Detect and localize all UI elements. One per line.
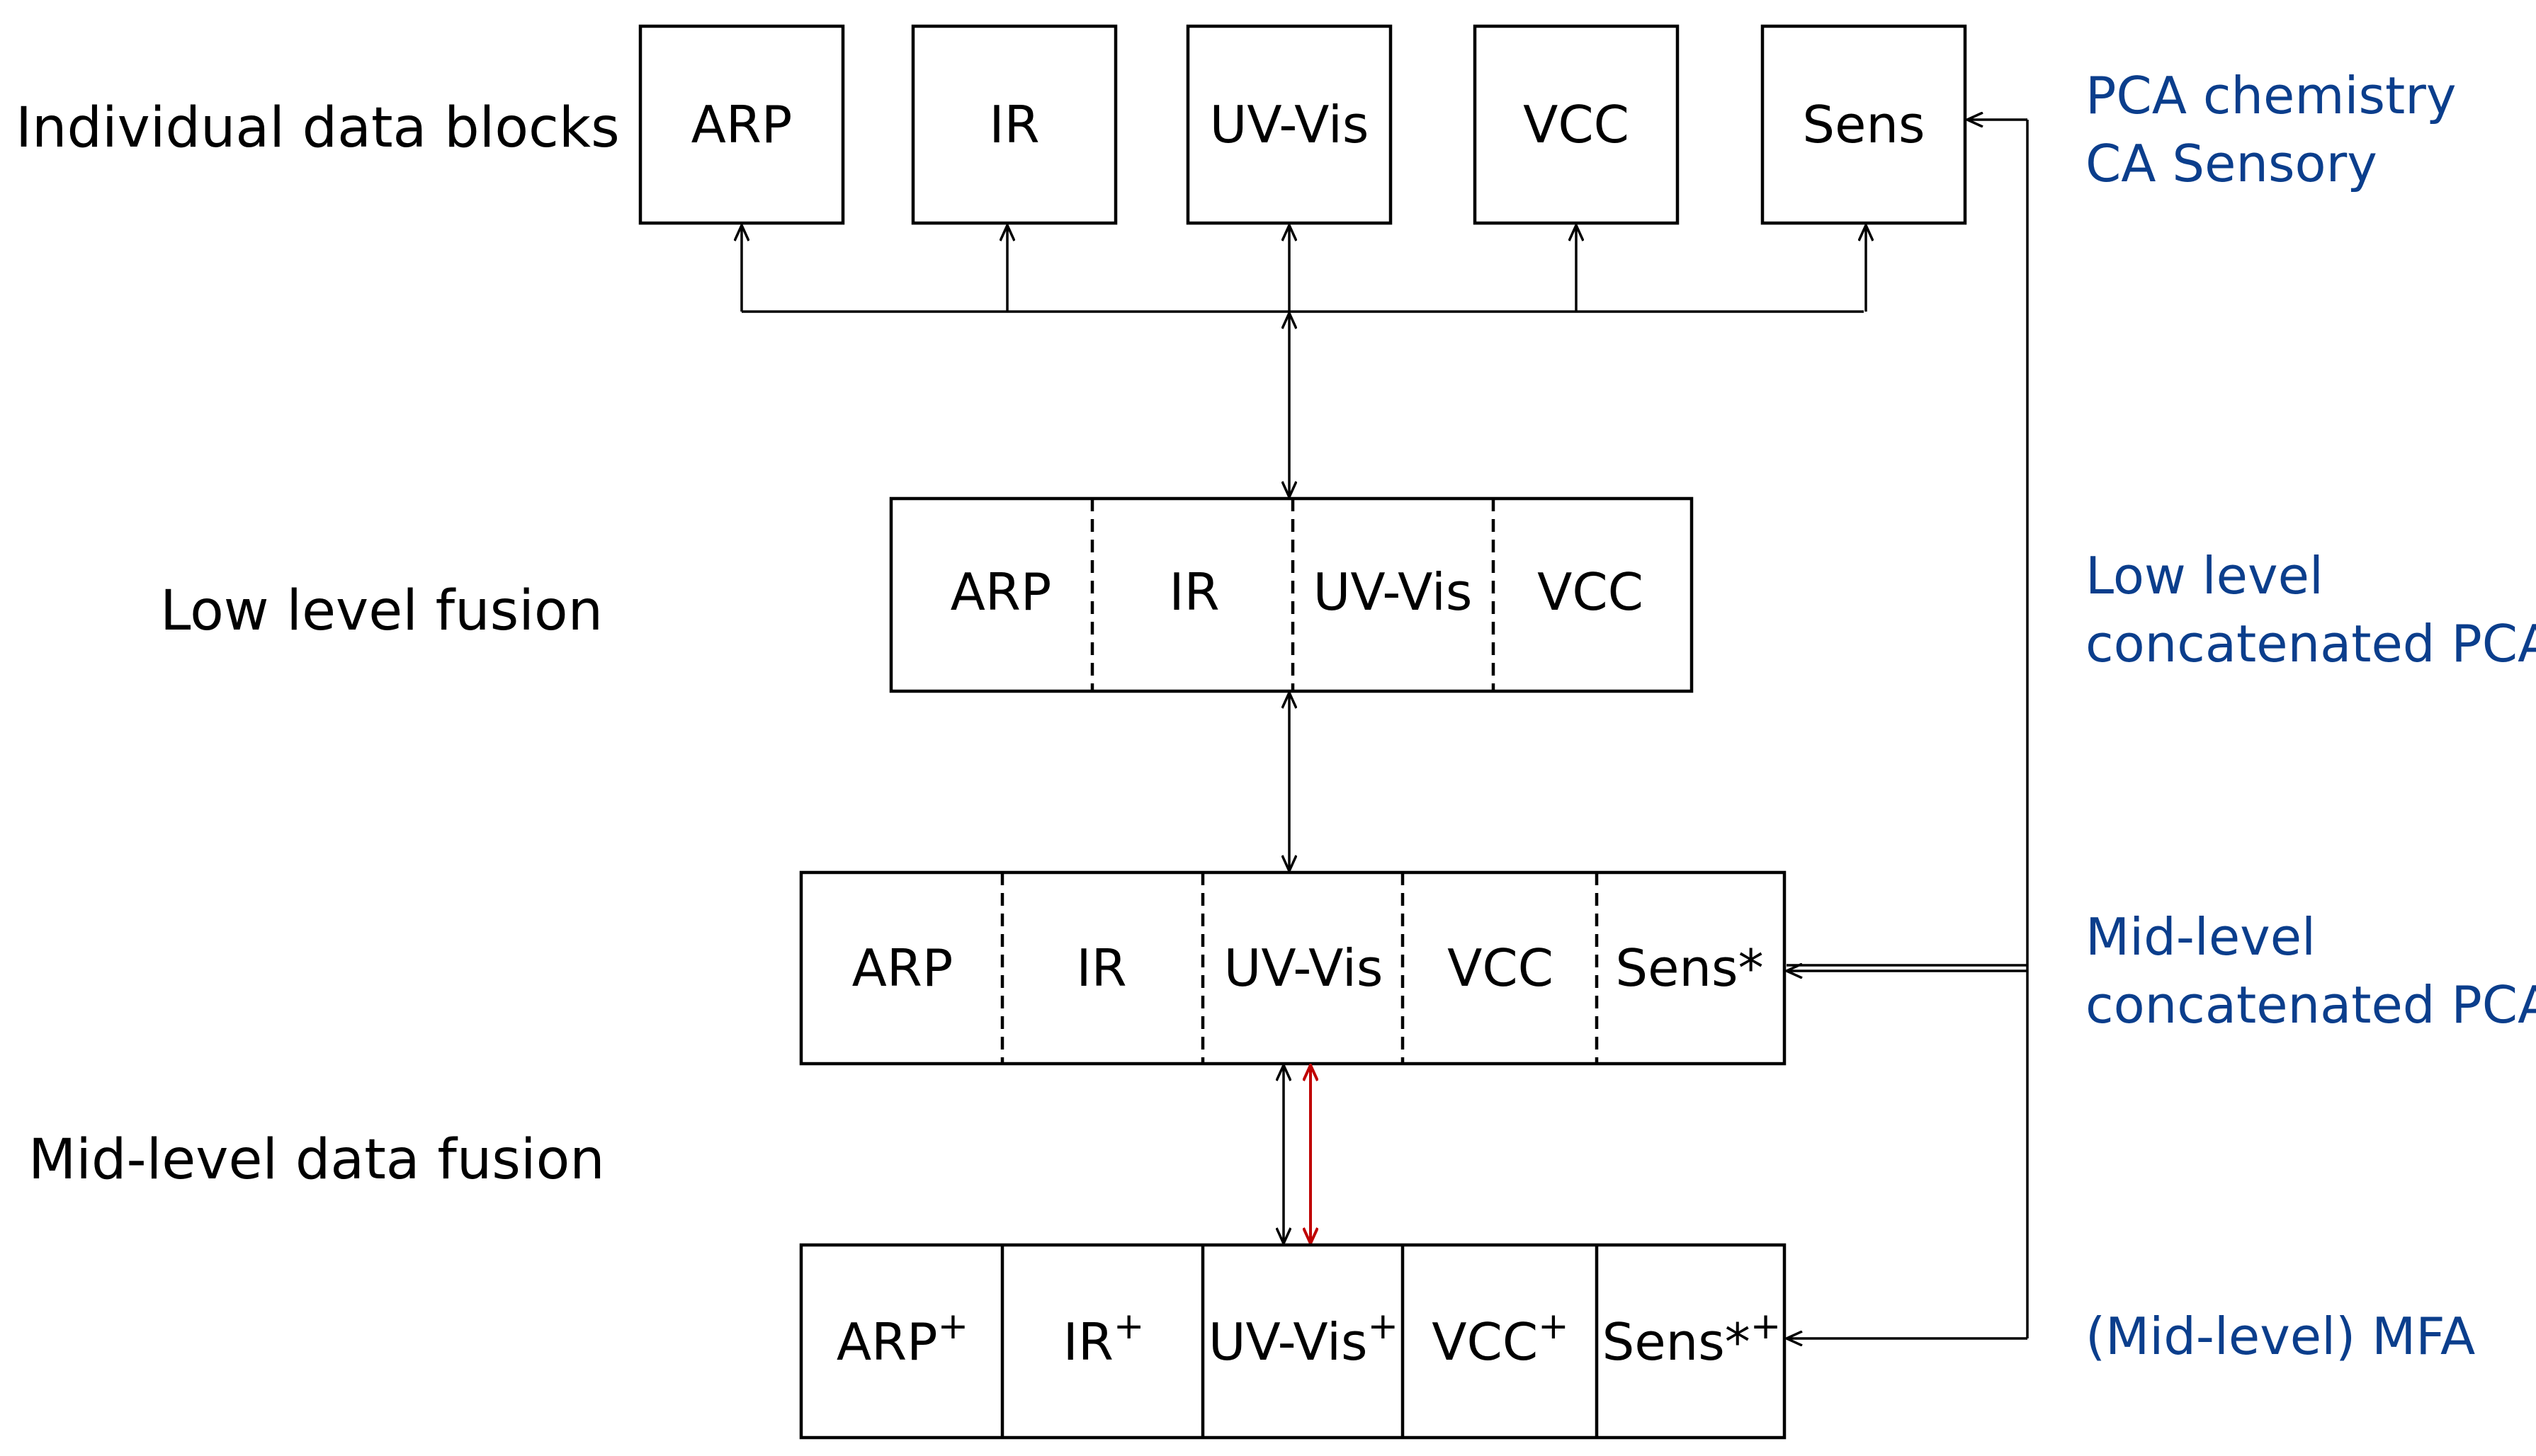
mfa-sens-label: Sens*+ (1602, 1305, 1782, 1372)
mid-level-sens-label: Sens* (1615, 938, 1763, 998)
mfa-box (799, 1243, 1787, 1440)
block-ir-label: IR (989, 95, 1039, 154)
block-sens-label: Sens (1802, 95, 1925, 154)
sens-feedback-connector (1787, 120, 2029, 1338)
block-ir (911, 24, 1118, 225)
method-mid-level-line2: concatenated PCA (2085, 975, 2536, 1035)
individual-blocks-row: ARP IR UV-Vis VCC Sens (638, 24, 1967, 225)
method-mid-level-line1: Mid-level (2085, 907, 2316, 967)
block-arp-label: ARP (691, 95, 793, 154)
mid-level-concat-box (799, 870, 1787, 1066)
block-sens (1760, 24, 1967, 225)
low-level-vcc-label: VCC (1537, 562, 1643, 622)
block-uv-vis-label: UV-Vis (1210, 95, 1369, 154)
method-mfa: (Mid-level) MFA (2085, 1307, 2475, 1366)
mfa-arp-label: ARP+ (837, 1305, 968, 1372)
method-ca-sensory: CA Sensory (2085, 134, 2377, 193)
block-uv-vis (1186, 24, 1393, 225)
distribution-connectors (742, 225, 1866, 313)
method-low-level-line2: concatenated PCA (2085, 614, 2536, 673)
mfa-vcc-label: VCC+ (1432, 1305, 1568, 1372)
block-vcc-label: VCC (1523, 95, 1629, 154)
mid-level-fusion-row: ARP IR UV-Vis VCC Sens* (799, 870, 1787, 1066)
mid-level-uv-vis-label: UV-Vis (1224, 938, 1383, 998)
label-low-level-fusion: Low level fusion (160, 579, 603, 643)
label-individual-data-blocks: Individual data blocks (16, 96, 620, 160)
label-mid-level-data-fusion: Mid-level data fusion (28, 1128, 605, 1192)
mfa-uv-vis-label: UV-Vis+ (1208, 1305, 1398, 1372)
low-level-ir-label: IR (1169, 562, 1219, 622)
block-vcc (1473, 24, 1680, 225)
method-pca-chemistry: PCA chemistry (2085, 66, 2456, 125)
mfa-row: ARP+ IR+ UV-Vis+ VCC+ Sens*+ (799, 1243, 1787, 1440)
low-level-arp-label: ARP (951, 562, 1052, 622)
low-level-fusion-row: ARP IR UV-Vis VCC (889, 496, 1694, 693)
mfa-ir-label: IR+ (1063, 1305, 1145, 1372)
block-arp (638, 24, 845, 225)
low-level-uv-vis-label: UV-Vis (1313, 562, 1473, 622)
mid-level-ir-label: IR (1076, 938, 1126, 998)
method-low-level-line1: Low level (2085, 546, 2323, 605)
mid-level-arp-label: ARP (852, 938, 953, 998)
mid-level-vcc-label: VCC (1447, 938, 1553, 998)
